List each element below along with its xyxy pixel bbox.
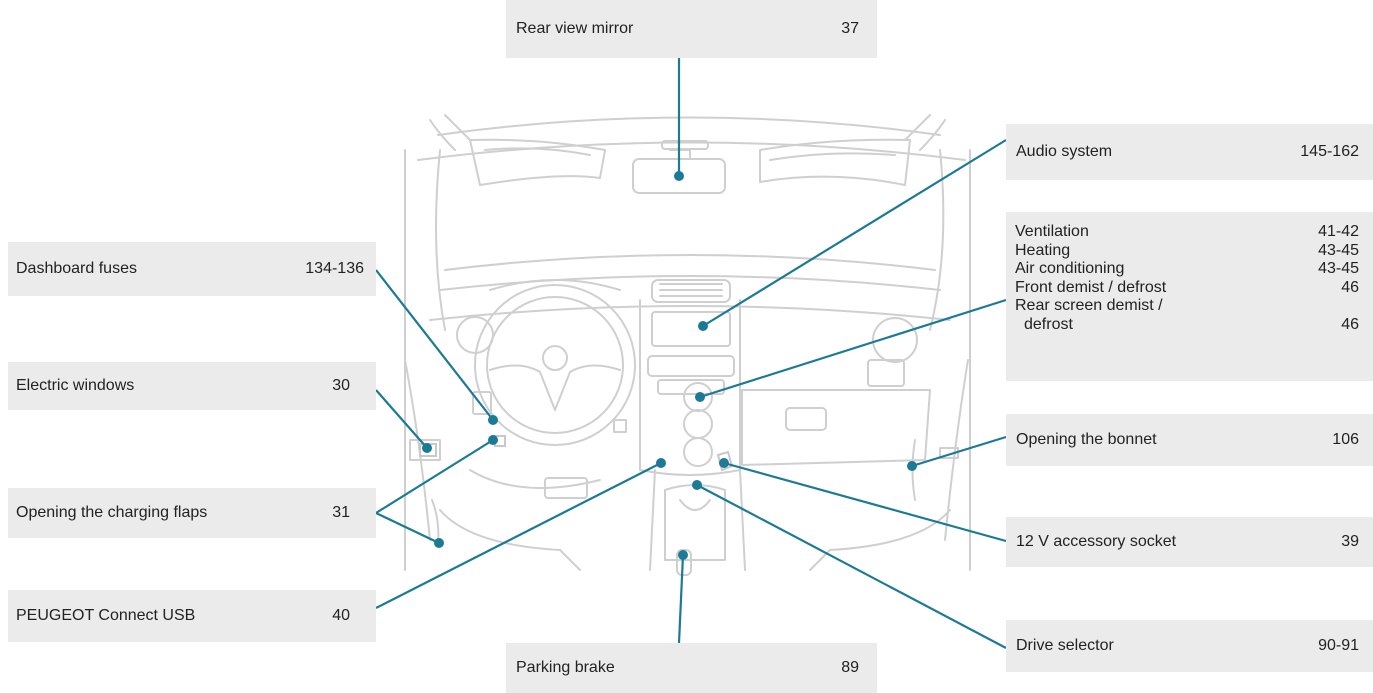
callout-label: Audio system (1016, 143, 1113, 160)
leader-dashboard-fuses (375, 269, 494, 421)
callout-page: 31 (332, 504, 350, 521)
callout-charging-flaps: Opening the charging flaps 31 (8, 488, 376, 538)
dot-peugeot-usb (656, 458, 666, 468)
callout-page: 39 (1341, 533, 1359, 550)
callout-dashboard-fuses: Dashboard fuses 134-136 (8, 242, 376, 296)
callout-page: 30 (332, 377, 350, 394)
callout-opening-bonnet: Opening the bonnet 106 (1006, 414, 1373, 466)
callout-label: 12 V accessory socket (1016, 533, 1177, 550)
interior-sketch (404, 114, 971, 576)
callout-page: 37 (841, 20, 859, 37)
callout-page: 106 (1332, 431, 1359, 448)
callout-page: 89 (841, 659, 859, 676)
dot-climate (695, 392, 705, 402)
callout-parking-brake: Parking brake 89 (506, 643, 877, 693)
socket-sketch (419, 435, 734, 472)
dot-dashboard-fuses (488, 415, 498, 425)
dot-rear-view-mirror (674, 171, 684, 181)
dot-opening-bonnet (907, 461, 917, 471)
leader-climate (699, 298, 1007, 399)
leader-audio-system (702, 139, 1007, 327)
leader-dots (422, 171, 917, 560)
callout-page: 145-162 (1300, 143, 1359, 160)
leader-drive-selector (696, 484, 1007, 649)
leader-parking-brake (677, 554, 685, 644)
callout-climate-controls: Ventilation 41-42 Heating 43-45 Air cond… (1006, 212, 1373, 381)
dot-charging-flaps-1 (488, 435, 498, 445)
callout-page: 40 (332, 607, 350, 624)
leader-peugeot-usb (375, 462, 662, 609)
dot-charging-flaps-2 (434, 538, 444, 548)
leader-lines (375, 58, 1007, 649)
callout-label: Opening the bonnet (1016, 431, 1157, 448)
callout-label: Opening the charging flaps (16, 504, 208, 521)
callout-peugeot-connect-usb: PEUGEOT Connect USB 40 (8, 590, 376, 642)
leader-charging-flaps-2 (375, 512, 440, 544)
callout-page: 90-91 (1318, 637, 1359, 654)
climate-list: Ventilation 41-42 Heating 43-45 Air cond… (1015, 223, 1359, 334)
callout-12v-accessory-socket: 12 V accessory socket 39 (1006, 517, 1373, 567)
climate-row-rear-demist: Rear screen demist / (1015, 297, 1163, 314)
callout-label: Drive selector (1016, 637, 1114, 654)
callout-audio-system: Audio system 145-162 (1006, 124, 1373, 180)
callout-label: Parking brake (516, 659, 615, 676)
dot-accessory-socket (719, 458, 729, 468)
callout-label: Electric windows (16, 377, 135, 394)
climate-row-rear-demist-cont: defrost 46 (1024, 315, 1359, 333)
climate-row-air-conditioning: Air conditioning 43-45 (1015, 260, 1359, 277)
leader-electric-windows (375, 389, 428, 449)
dot-parking-brake (678, 550, 688, 560)
leader-charging-flaps-1 (375, 439, 494, 514)
dot-electric-windows (422, 443, 432, 453)
dot-drive-selector (692, 480, 702, 490)
leader-opening-bonnet (911, 435, 1007, 468)
dot-audio-system (698, 321, 708, 331)
callout-rear-view-mirror: Rear view mirror 37 (506, 0, 877, 58)
climate-row-ventilation: Ventilation 41-42 (1015, 223, 1359, 240)
callout-label: Dashboard fuses (16, 260, 137, 277)
climate-row-front-demist: Front demist / defrost 46 (1015, 278, 1359, 296)
callout-drive-selector: Drive selector 90-91 (1006, 620, 1373, 672)
callout-label: PEUGEOT Connect USB (16, 607, 196, 624)
callout-electric-windows: Electric windows 30 (8, 362, 376, 410)
callout-label: Rear view mirror (516, 20, 634, 37)
callout-page: 134-136 (305, 260, 364, 277)
leader-accessory-socket (723, 461, 1007, 543)
climate-row-heating: Heating 43-45 (1015, 241, 1359, 259)
